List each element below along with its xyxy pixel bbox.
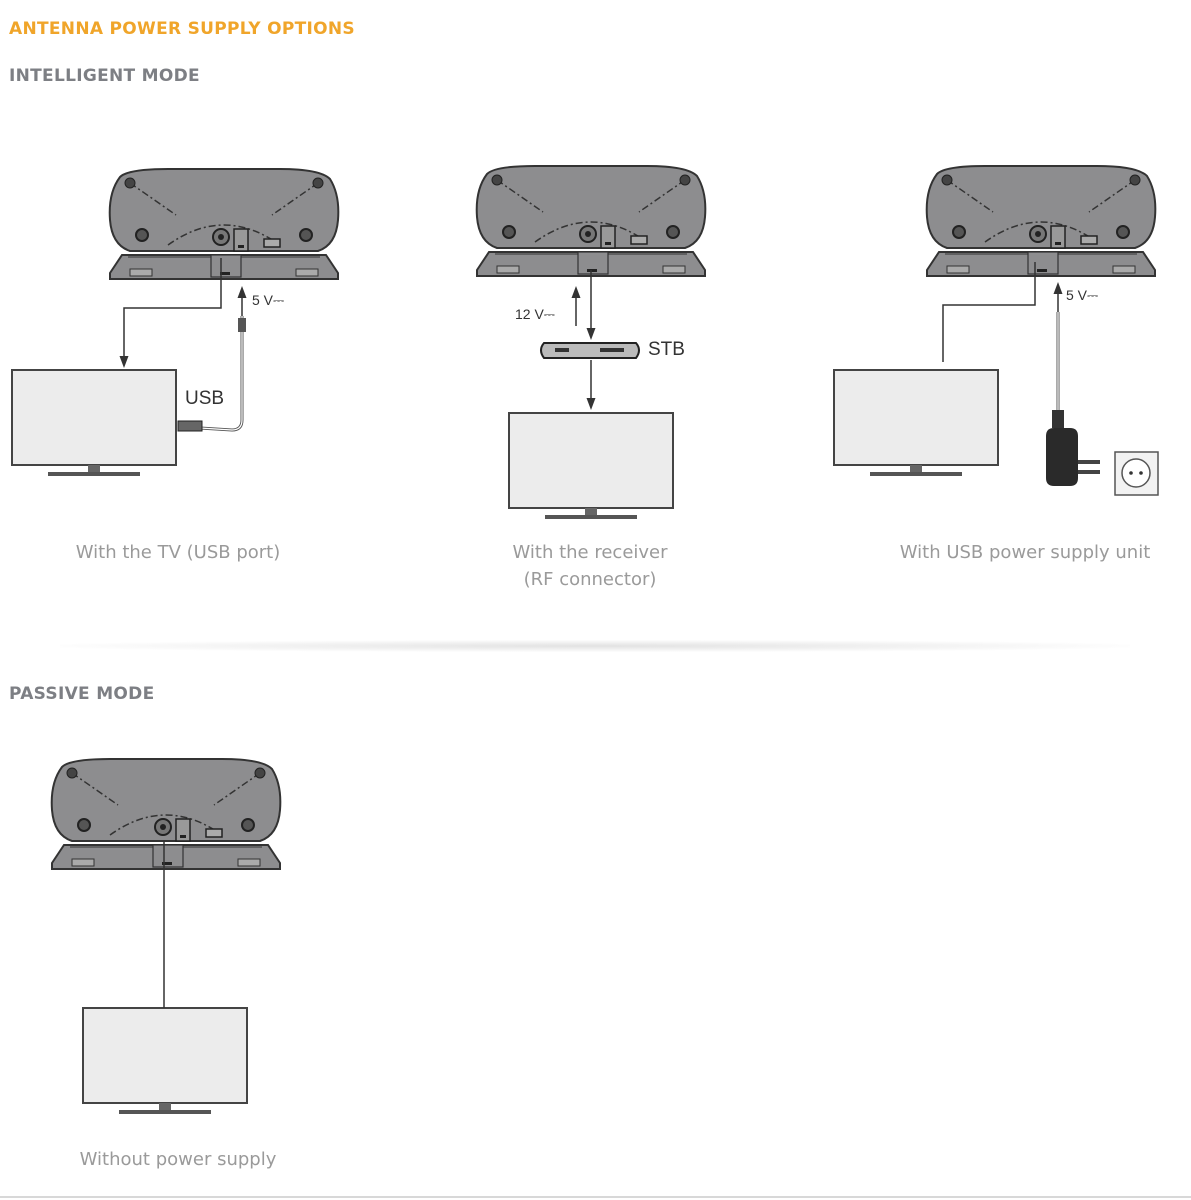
wall-outlet-icon	[1114, 451, 1159, 496]
caption-tv-usb: With the TV (USB port)	[75, 542, 281, 563]
stb-label: STB	[648, 339, 685, 360]
coax-cable	[119, 258, 222, 368]
usb-plug-icon	[177, 420, 203, 432]
caption-passive: Without power supply	[79, 1149, 277, 1170]
intelligent-mode-heading: INTELLIGENT MODE	[9, 66, 200, 86]
voltage-label: 5 V⎓	[1066, 287, 1099, 303]
voltage-label: 12 V⎓	[515, 306, 555, 322]
usb-label: USB	[185, 388, 225, 409]
bottom-border	[0, 1196, 1191, 1198]
section-divider	[60, 640, 1130, 652]
tv-icon	[834, 370, 998, 476]
tv-icon	[509, 413, 673, 519]
passive-mode-heading: PASSIVE MODE	[9, 684, 155, 704]
antenna-icon	[927, 166, 1156, 276]
caption-usb-power-unit: With USB power supply unit	[899, 542, 1151, 563]
usb-plug-icon	[238, 318, 246, 332]
caption-receiver-line2: (RF connector)	[523, 569, 657, 590]
antenna-icon	[110, 169, 339, 279]
coax-cable	[942, 262, 1036, 362]
antenna-icon	[52, 759, 281, 869]
page-title: ANTENNA POWER SUPPLY OPTIONS	[9, 19, 355, 39]
usb-cable	[199, 316, 244, 432]
voltage-label: 5 V⎓	[252, 292, 285, 308]
caption-receiver-line1: With the receiver	[512, 542, 668, 563]
power-adapter-icon	[1046, 410, 1100, 486]
tv-icon	[12, 370, 176, 476]
tv-icon	[83, 1008, 247, 1114]
antenna-icon	[477, 166, 706, 276]
set-top-box-icon	[540, 342, 640, 359]
